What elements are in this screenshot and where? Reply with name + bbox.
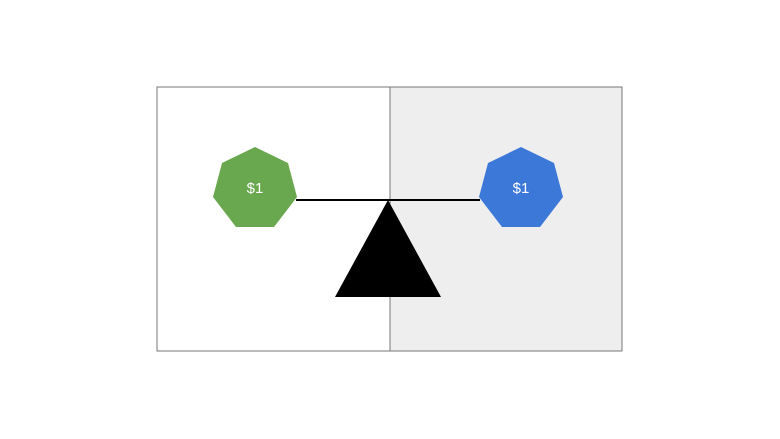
right-weight-label: $1 bbox=[513, 180, 530, 197]
right-heptagon-weight bbox=[479, 147, 563, 227]
fulcrum-triangle bbox=[335, 200, 441, 297]
left-weight-label: $1 bbox=[247, 180, 264, 197]
left-heptagon-weight bbox=[213, 147, 297, 227]
